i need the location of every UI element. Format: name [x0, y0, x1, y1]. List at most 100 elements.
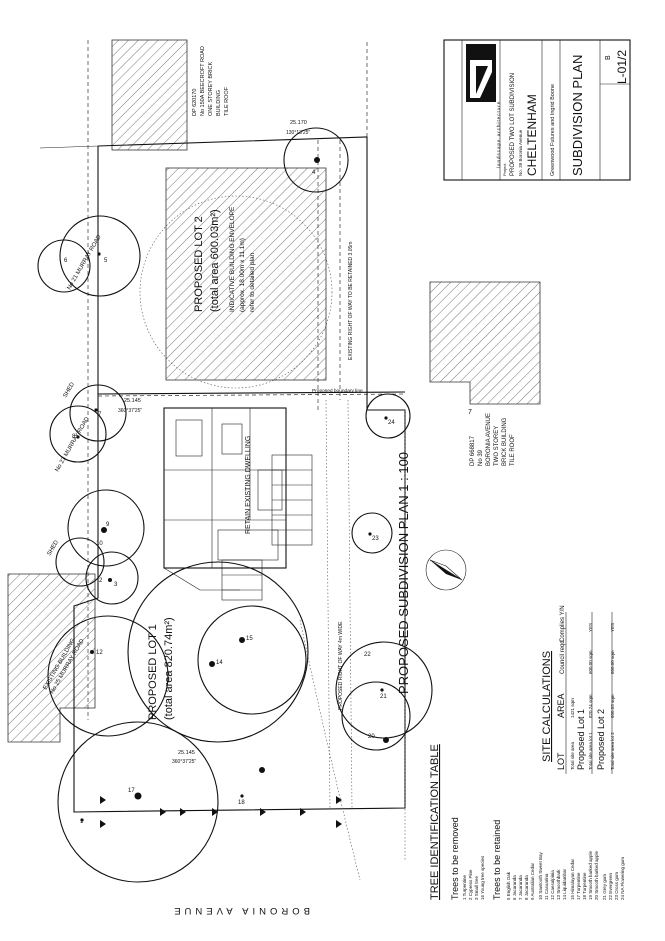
site-calc-row-ok: YES	[588, 623, 593, 632]
street-name: BORONIA AVENUE	[170, 905, 310, 916]
site-calc-header: Complies Y/N	[560, 605, 566, 642]
plan-title: PROPOSED SUBDIVISION PLAN 1 : 100	[396, 452, 411, 694]
site-calc-row-label: Total site area	[570, 741, 575, 770]
site-calc-row-req: 600.00 sqm	[610, 650, 615, 674]
tree-number: 15	[246, 636, 253, 642]
tree-retained-item: 23 Cross gum	[614, 872, 619, 900]
site-calc-header: Council reqd	[560, 640, 566, 674]
neighbour-150a-line: No 150A BEECROFT ROAD	[200, 46, 206, 116]
dimension-bottom: 25.145	[178, 750, 195, 756]
tree-retained-item: 19 Smooth barked apple	[588, 850, 593, 900]
tree-number: 4	[312, 170, 316, 176]
site-calc-row-label: Proposed Lot 1	[576, 709, 586, 770]
lot-1-name: PROPOSED LOT 1	[147, 624, 159, 720]
neighbour-39-line: TWO STOREY	[494, 426, 500, 466]
site-calc-row-label: Total site area lot 1	[588, 732, 593, 770]
tree-trunks	[76, 157, 389, 822]
neighbour-25-building	[7, 573, 96, 743]
tree-removed-item: 2 Cypress Pine	[468, 869, 473, 900]
tree-retained-item: 24 NA Flowering gum	[620, 857, 625, 900]
drawing-number: L-01/2	[615, 50, 629, 84]
lot-2-name: PROPOSED LOT 2	[193, 216, 205, 312]
site-calculations: SITE CALCULATIONS LOT AREA Council reqd …	[541, 605, 615, 774]
tree-number: 9	[106, 522, 110, 528]
tree-number: 18	[238, 800, 245, 806]
lot-1-label: PROPOSED LOT 1 (total area 820.74m²)	[147, 617, 175, 720]
tree-number: 20	[368, 734, 375, 740]
tree-retained-item: 13 Smoothbark	[556, 869, 561, 900]
site-calc-row-req: 600.00 sqm	[588, 650, 593, 674]
tree-number: 10	[96, 541, 103, 547]
proposed-boundary-line	[97, 391, 406, 395]
project-address: No. 39 Boronia Avenue	[518, 129, 523, 176]
tree-number: 6	[64, 258, 68, 264]
tree-retained-item: 11 Casuarina	[544, 873, 549, 900]
tree-number: 24	[388, 420, 395, 426]
neighbour-39-label: DP 668817 No 39 BORONIA AVENUE TWO STORE…	[470, 413, 516, 466]
lot-2-label: PROPOSED LOT 2 (total area 600.03m²) IND…	[193, 206, 256, 312]
neighbour-150a-building	[111, 39, 188, 151]
site-plan: 1 2 3 4 5 6 7 8 9 10 12 14 15 17 18 20 2…	[7, 39, 541, 916]
tree-numbers: 1 2 3 4 5 6 7 8 9 10 12 14 15 17 18 20 2…	[64, 170, 395, 825]
tree-retained-item: 21 Grey gum	[602, 874, 607, 900]
tree-retained-item: 9 Australian Cedar	[530, 862, 535, 900]
site-calc-row-ok: YES	[610, 623, 615, 632]
site-calc-row-area: 1421 sqm	[570, 698, 575, 718]
neighbour-150a-line: ONE STOREY BRICK	[208, 61, 214, 116]
tree-number: 21	[380, 694, 387, 700]
tree-number: 12	[96, 650, 103, 656]
project-label: Project	[502, 163, 507, 176]
site-calc-header: AREA	[556, 693, 566, 718]
bearing-bottom: 360°37'25"	[172, 759, 196, 765]
neighbour-150a-dp: DP 620170	[192, 89, 198, 116]
neighbour-150a-line: TILE ROOF	[224, 86, 230, 116]
tree-number: 1	[80, 819, 84, 825]
tree-number: 5	[104, 258, 108, 264]
neighbour-39-building	[429, 281, 541, 405]
tree-retained-item: 18 Turpentine	[582, 872, 587, 900]
dimension-top: 25.145	[124, 398, 141, 404]
neighbour-150a-label: DP 620170 No 150A BEECROFT ROAD ONE STOR…	[192, 46, 230, 116]
existing-right-of-way: EXISTING RIGHT OF WAY TO BE RETAINED 3.0…	[348, 242, 354, 360]
lot-1-area: (total area 820.74m²)	[163, 617, 175, 720]
neighbour-39-line: BORONIA AVENUE	[486, 413, 492, 466]
tree-number: 17	[128, 788, 135, 794]
proposed-right-of-way: PROPOSED RIGHT OF WAY 4m WIDE	[338, 621, 344, 710]
firm-name: landscape architecture	[496, 101, 501, 168]
tree-removed-item: 1 Turpentine	[462, 874, 467, 900]
tree-removed-item: 16 Young tree species	[480, 855, 485, 900]
existing-dwelling	[163, 407, 287, 591]
tree-retained-item: 6 Jacaranda	[512, 875, 517, 900]
lot-2-area: (total area 600.03m²)	[209, 209, 221, 312]
neighbour-39-lot-number: 7	[468, 409, 472, 416]
tree-number: 23	[372, 536, 379, 542]
trees-retained-title: Trees to be retained	[492, 820, 502, 900]
tree-retained-item: 14 Liquidambar	[562, 868, 567, 900]
tree-table-title: TREE IDENTIFICATION TABLE	[429, 744, 441, 900]
revision: B	[605, 55, 612, 60]
tree-retained-item: 15 Himalayan Cedar	[570, 858, 575, 900]
neighbour-150a-line: BUILDING	[216, 90, 222, 116]
bearing-top: 360°37'25"	[118, 408, 142, 414]
tree-number: 3	[114, 582, 118, 588]
tree-retained-item: 8 Jacaranda	[524, 875, 529, 900]
tree-number: 22	[364, 652, 371, 658]
proposed-boundary-line-label: Proposed boundary line	[312, 388, 363, 394]
tree-retained-item: 20 Smooth barked apple	[594, 850, 599, 900]
tree-identification-table: TREE IDENTIFICATION TABLE Trees to be re…	[429, 744, 625, 900]
tree-retained-item: 22 Evergreen	[608, 872, 613, 900]
tree-retained-item: 17 Turpentine	[576, 872, 581, 900]
site-calc-row-label: Proposed Lot 2	[596, 709, 606, 770]
lot-2-envelope: INDICATIVE BUILDING ENVELOPE	[229, 206, 236, 312]
tree-retained-item: 7 Jacaranda	[518, 875, 523, 900]
neighbour-39-line: DP 668817	[470, 435, 476, 466]
tree-retained-item: 5 English Oak	[506, 871, 511, 900]
project-name: PROPOSED TWO LOT SUBDIVISION	[510, 73, 516, 176]
property-boundary	[73, 136, 406, 813]
trees-removed-title: Trees to be removed	[450, 817, 460, 900]
lot-2-envelope-size: (approx. 18.00m x 11.1m)	[239, 238, 246, 312]
neighbour-39-line: BRICK BUILDING	[502, 417, 508, 466]
lot-2-envelope-note: refer to detailed plan	[249, 252, 256, 312]
client-name: Greenwood Futures and Ingrid Boone	[550, 84, 556, 176]
